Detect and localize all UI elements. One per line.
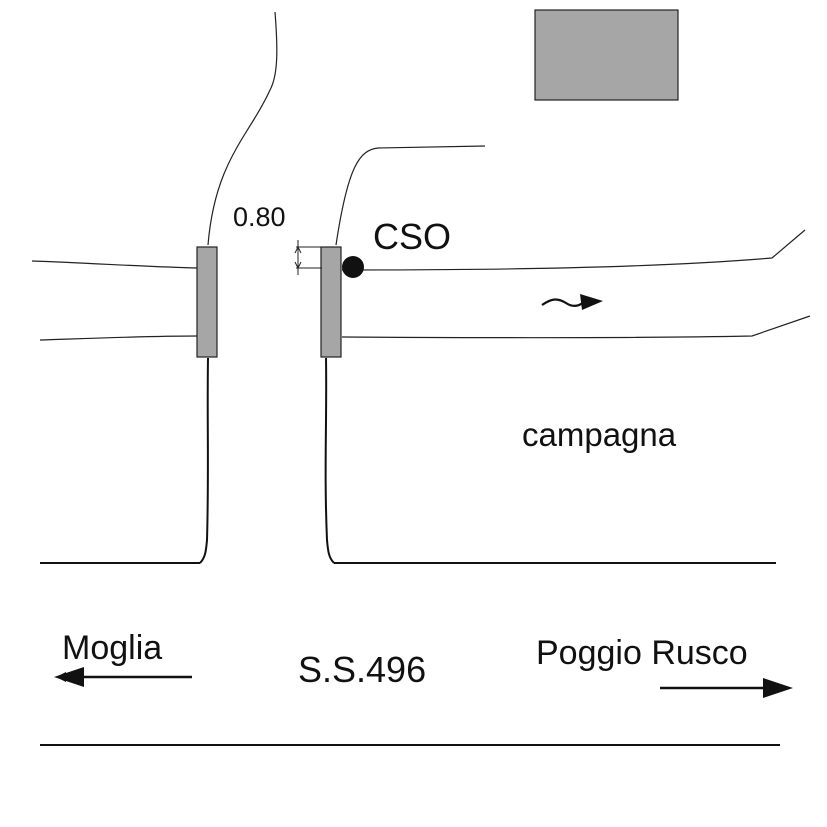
dimension-arrow-down	[294, 261, 302, 270]
road-label: S.S.496	[298, 649, 426, 690]
left-lane-lower-edge	[199, 357, 209, 564]
arrow-left-head	[54, 667, 84, 687]
cso-label: CSO	[373, 216, 451, 257]
canal-lower-edge-left	[39, 335, 198, 341]
canal-upper-edge-right	[341, 229, 806, 271]
dimension-arrow-up	[294, 245, 302, 254]
right-pier	[320, 246, 342, 358]
left-town-label: Moglia	[62, 629, 162, 667]
filled-circle-icon	[342, 256, 364, 278]
left-pier	[196, 246, 218, 358]
right-lane-upper-edge	[335, 145, 486, 246]
canal-upper-edge-left	[31, 260, 198, 269]
canal-lower-edge-right	[341, 315, 811, 339]
dimension-label: 0.80	[233, 202, 286, 232]
wavy-arrow-right-icon	[541, 294, 603, 310]
field-label: campagna	[522, 416, 677, 453]
right-lane-lower-edge	[324, 357, 335, 564]
right-town-label: Poggio Rusco	[536, 634, 748, 672]
building	[534, 9, 679, 101]
left-lane-upper-edge	[207, 11, 278, 246]
arrow-right-head	[763, 678, 793, 698]
